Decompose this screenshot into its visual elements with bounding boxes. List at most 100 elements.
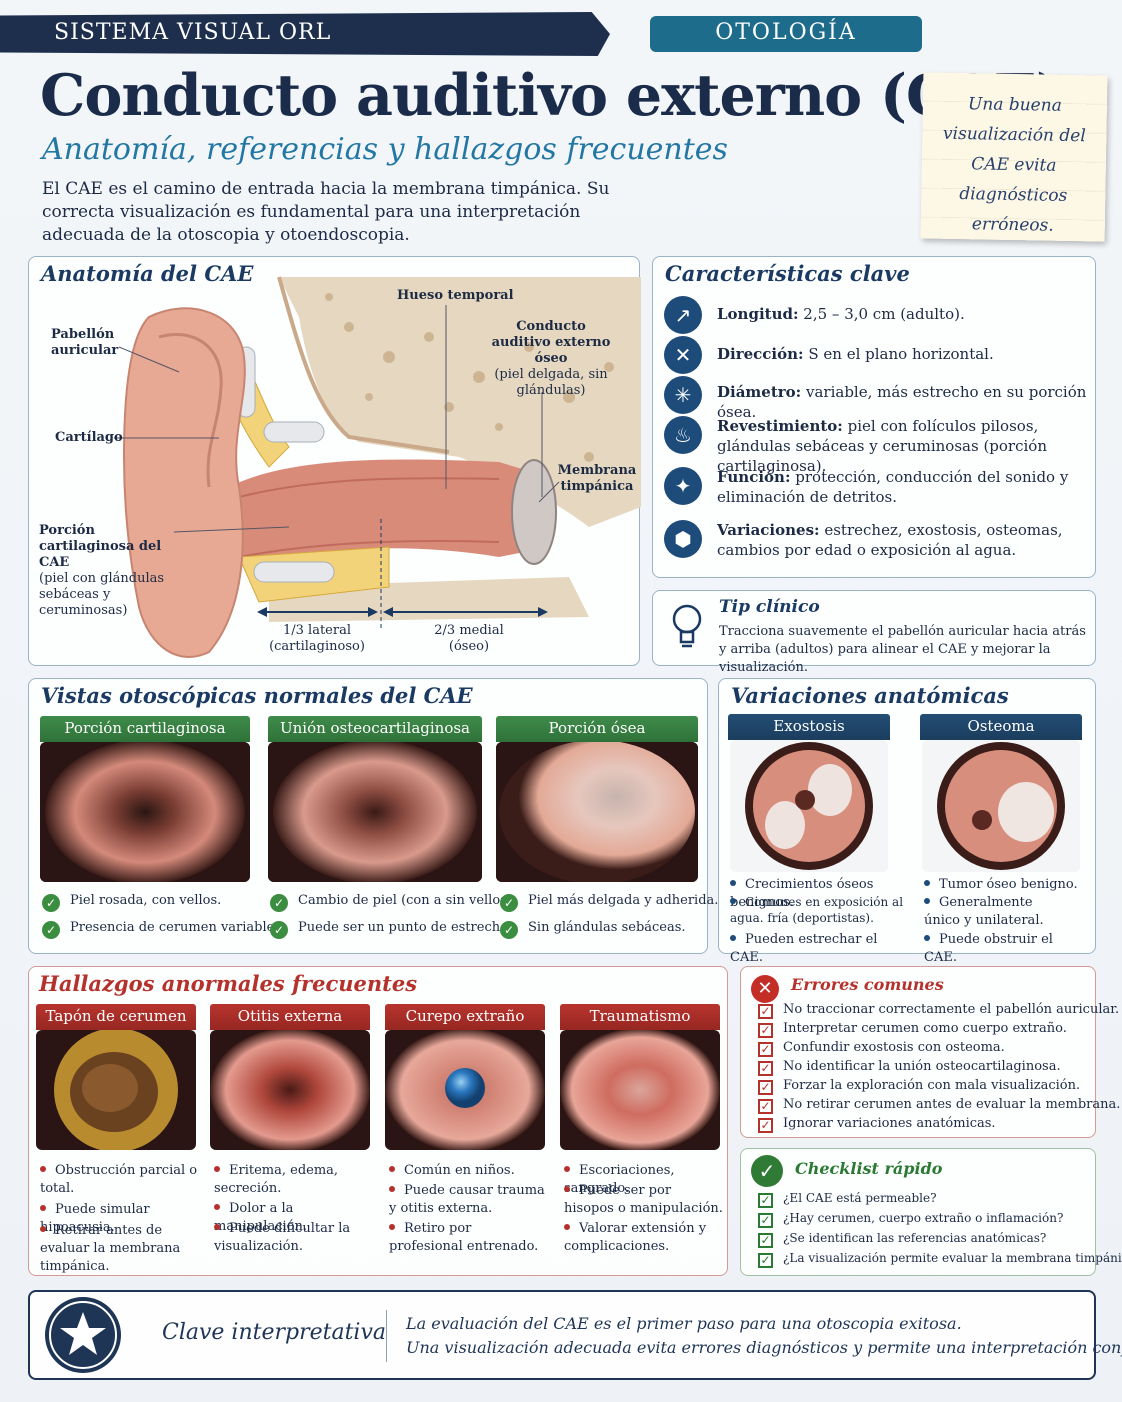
direction-icon: ✕ [664,336,702,374]
check-icon: ✓ [500,921,518,939]
check-icon: ✓ [270,921,288,939]
tab-traumatismo: Traumatismo [560,1004,720,1030]
lightbulb-icon [672,604,702,648]
list-item: Eritema, edema, secreción. [214,1163,339,1196]
ruler-icon: ↗ [664,296,702,334]
checklist-item: ✓¿Se identifican las referencias anatómi… [758,1229,1046,1248]
features-title: Características clave [665,261,910,286]
checkbox-icon: ✓ [758,1099,773,1114]
abnormal-title: Hallazgos anormales frecuentes [39,971,418,996]
checklist-item: ✓¿El CAE está permeable? [758,1189,937,1208]
check-icon: ✓ [42,921,60,939]
tab-osteoma: Osteoma [920,714,1082,740]
check-circle-icon: ✓ [751,1155,783,1187]
otoscope-image-osea [496,742,698,882]
check-item: ✓Sin glándulas sebáceas. [500,919,686,939]
list-item: Puede simular hipoacusia. [40,1202,150,1235]
list-item: Pueden estrechar el CAE. [730,932,878,965]
list-item: Crecimientos óseos benignos. [730,877,874,910]
otoscope-image-traumatismo [560,1030,720,1150]
footer-message: La evaluación del CAE es el primer paso … [406,1314,1122,1357]
checkbox-icon: ✓ [758,1253,773,1268]
check-item: ✓Puede ser un punto de estrechez. [270,919,519,939]
check-item: ✓Piel más delgada y adherida. [500,892,718,912]
list-item: Valorar extensión y complicaciones. [564,1221,707,1254]
error-item: ✓No traccionar correctamente el pabellón… [758,1001,1119,1019]
anatomy-panel: Anatomía del CAE [28,256,641,666]
tip-title: Tip clínico [719,597,820,617]
label-medial: 2/3 medial(óseo) [434,623,504,654]
footer-label: Clave interpretativa [162,1320,387,1345]
error-item: ✓Interpretar cerumen como cuerpo extraño… [758,1020,1067,1038]
tab-cuerpo-extrano: Curepo extraño [385,1004,545,1030]
checkbox-icon: ✓ [758,1193,773,1208]
variations-title: Variaciones anatómicas [731,683,1009,708]
errors-title: Errores comunes [791,975,944,994]
list-item: Puede dificultar la visualización. [214,1221,351,1254]
error-item: ✓No identificar la unión osteocartilagin… [758,1058,1061,1076]
checkbox-icon: ✓ [758,1213,773,1228]
footer-divider [386,1310,387,1362]
checkbox-icon: ✓ [758,1023,773,1038]
checkbox-icon: ✓ [758,1004,773,1019]
check-item: ✓Piel rosada, con vellos. [42,892,221,912]
tip-panel: Tip clínico Tracciona suavemente el pabe… [652,590,1096,675]
error-item: ✓Ignorar variaciones anatómicas. [758,1115,996,1133]
error-item: ✓Confundir exostosis con osteoma. [758,1039,1005,1057]
label-lateral: 1/3 lateral(cartilaginoso) [269,623,365,654]
checklist-item: ✓¿Hay cerumen, cuerpo extraño o inflamac… [758,1209,1063,1228]
otoscope-image-osteoma [922,740,1080,872]
checkbox-icon: ✓ [758,1233,773,1248]
label-hueso-temporal: Hueso temporal [397,288,514,303]
ear-anatomy-illustration [114,276,641,658]
check-item: ✓Presencia de cerumen variable. [42,919,278,939]
otoscope-image-cerumen [36,1030,196,1150]
list-item: Común en niños. [389,1162,549,1180]
normal-views-title: Vistas otoscópicas normales del CAE [41,683,473,708]
tab-osteocartilaginosa: Unión osteocartilaginosa [268,716,482,742]
tab-otitis: Otitis externa [210,1004,370,1030]
intro-text: El CAE es el camino de entrada hacia la … [42,179,610,245]
label-porcion-cartilaginosa: Porción cartilaginosa del CAE(piel con g… [39,523,165,618]
list-item: Escoriaciones, sangrado. [564,1163,675,1196]
list-item: Retiro por profesional entrenado. [389,1221,539,1254]
otoscope-image-otitis [210,1030,370,1150]
brand-label: SISTEMA VISUAL ORL [54,20,332,45]
brand-banner: SISTEMA VISUAL ORL [0,12,610,56]
otoscope-image-union [268,742,482,882]
checklist-item: ✓¿La visualización permite evaluar la me… [758,1249,1122,1268]
error-icon: ✕ [751,975,779,1003]
error-item: ✓No retirar cerumen antes de evaluar la … [758,1096,1120,1114]
checkbox-icon: ✓ [758,1042,773,1057]
features-panel: Características clave [652,256,1096,578]
category-pill: OTOLOGÍA [650,16,922,52]
footer-key-box: Clave interpretativa La evaluación del C… [28,1290,1122,1380]
list-item: Retirar antes de evaluar la membrana tim… [40,1223,181,1274]
list-item: Puede causar trauma y otitis externa. [389,1183,545,1216]
tab-cartilaginosa: Porción cartilaginosa [40,716,250,742]
star-icon [45,1297,121,1373]
list-item: Puede obstruir el CAE. [924,932,1053,965]
otoscope-image-cuerpo-extrano [385,1030,545,1150]
checkbox-icon: ✓ [758,1080,773,1095]
anatomy-title: Anatomía del CAE [41,261,254,286]
list-item: Dolor a la manipulación. [214,1201,307,1234]
label-pabellon: Pabellón auricular [51,327,119,358]
tab-tapon: Tapón de cerumen [36,1004,196,1030]
list-item: Generalmente único y unilateral. [924,895,1044,928]
otoscope-image-cartilaginosa [40,742,250,882]
checklist-title: Checklist rápido [795,1159,943,1178]
label-cartilago: Cartílago [55,430,123,445]
diameter-icon: ✳ [664,376,702,414]
check-icon: ✓ [500,894,518,912]
check-item: ✓Cambio de piel (con a sin vellos). [270,892,516,912]
skin-icon: ♨ [664,416,702,454]
otoscope-image-exostosis [730,740,888,872]
checkbox-icon: ✓ [758,1061,773,1076]
errors-panel: ✕ Errores comunes [740,966,1096,1138]
tab-osea: Porción ósea [496,716,698,742]
shield-icon: ✦ [664,467,702,505]
check-icon: ✓ [42,894,60,912]
variation-icon: ⬢ [664,520,702,558]
list-item: Obstrucción parcial o total. [40,1163,198,1196]
